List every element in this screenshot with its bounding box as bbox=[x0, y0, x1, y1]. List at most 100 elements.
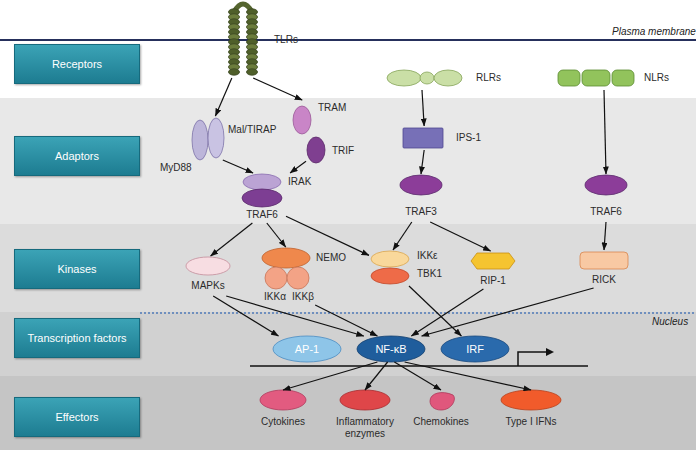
adaptor: IPS-1 bbox=[402, 126, 484, 150]
promoter-arrowhead bbox=[546, 348, 554, 356]
signal-arrow bbox=[253, 78, 302, 100]
band-title: Receptors bbox=[15, 45, 139, 83]
effector: Inflammatory enzymes bbox=[330, 390, 400, 444]
signal-arrow bbox=[315, 305, 377, 336]
band-title: Transcription factors bbox=[15, 319, 139, 357]
signal-arrow bbox=[604, 222, 606, 250]
band-title: Adaptors bbox=[15, 137, 139, 175]
node-label: RLRs bbox=[476, 72, 501, 84]
kinase-complex: IKKεTBK1 bbox=[369, 250, 449, 286]
shape-part bbox=[307, 137, 325, 163]
receptor-band bbox=[0, 0, 696, 98]
shape-part bbox=[371, 251, 409, 267]
node-label: TRAM bbox=[318, 102, 346, 114]
shape-part bbox=[229, 69, 240, 75]
shape-part bbox=[430, 393, 454, 410]
effector: Cytokines bbox=[255, 390, 311, 432]
node-label: TLRs bbox=[274, 34, 298, 46]
effector: Chemokines bbox=[412, 390, 470, 432]
shape-part bbox=[208, 118, 224, 158]
shape-part bbox=[242, 189, 282, 207]
node-label: TRIF bbox=[332, 145, 354, 157]
shape-part bbox=[585, 175, 627, 195]
transcription-factor: NF-κB bbox=[357, 336, 425, 362]
promoter-arrow bbox=[518, 352, 546, 366]
shape-part bbox=[243, 174, 281, 190]
shape-part bbox=[192, 120, 208, 160]
shape-part bbox=[612, 70, 634, 86]
node-label: Mal/TIRAP bbox=[228, 124, 276, 136]
shape-part bbox=[371, 268, 409, 284]
adaptor: TRAM bbox=[292, 100, 352, 136]
band-title: Effectors bbox=[15, 398, 139, 436]
dna-strand bbox=[250, 365, 588, 367]
receptor: NLRs bbox=[556, 66, 676, 90]
shape-part bbox=[580, 252, 628, 269]
signal-arrow bbox=[430, 222, 490, 251]
signal-arrow bbox=[211, 223, 253, 256]
shape-part bbox=[558, 70, 580, 86]
adaptor: IRAK bbox=[242, 173, 316, 191]
signal-arrow bbox=[267, 223, 286, 247]
compartment-label: Nucleus bbox=[652, 316, 688, 328]
membrane-label: Plasma membrane bbox=[612, 26, 696, 38]
node-label: TRAF6 bbox=[583, 206, 629, 218]
nucleus-boundary bbox=[140, 312, 696, 314]
transcription-band bbox=[0, 312, 696, 376]
shape-part bbox=[273, 336, 341, 362]
node-label: NLRs bbox=[644, 72, 669, 84]
node-label: MyD88 bbox=[160, 162, 192, 174]
node-label: NF-κB bbox=[357, 336, 425, 362]
shape-part bbox=[403, 128, 443, 148]
signal-arrow bbox=[421, 150, 424, 174]
node-label: NEMO bbox=[316, 252, 346, 264]
effector: Type I IFNs bbox=[496, 390, 566, 432]
adaptor: TRAF6 bbox=[583, 174, 629, 222]
signal-arrow bbox=[286, 216, 369, 255]
signal-arrow bbox=[409, 286, 461, 336]
node-label: IKKε bbox=[417, 250, 438, 262]
signal-arrow bbox=[365, 362, 388, 390]
shape-part bbox=[340, 390, 390, 410]
shape-part bbox=[501, 390, 561, 410]
shape-part bbox=[260, 390, 306, 410]
signal-arrow bbox=[422, 288, 594, 336]
node-label: Chemokines bbox=[412, 416, 470, 428]
shape-part bbox=[400, 175, 442, 195]
transcription-factor: IRF bbox=[441, 336, 509, 362]
band-title: Kinases bbox=[15, 250, 139, 288]
plasma-membrane-line bbox=[0, 39, 696, 41]
signal-arrow bbox=[604, 90, 606, 174]
node-label: IRAK bbox=[288, 176, 311, 188]
shape-part bbox=[357, 336, 425, 362]
shape-part bbox=[262, 248, 310, 268]
signal-arrow bbox=[290, 161, 306, 173]
signal-arrow bbox=[226, 296, 364, 336]
band-label: Adaptors bbox=[14, 136, 140, 176]
effector-band bbox=[0, 376, 696, 450]
node-label: Type I IFNs bbox=[496, 416, 566, 428]
signal-arrow bbox=[283, 362, 377, 390]
signal-arrow bbox=[213, 296, 278, 336]
signal-arrow bbox=[394, 362, 441, 390]
node-label: Cytokines bbox=[255, 416, 311, 428]
signal-arrow bbox=[411, 289, 483, 336]
shape-part bbox=[434, 70, 462, 86]
kinase: MAPKs bbox=[182, 256, 234, 296]
receptor: TLRs bbox=[222, 0, 304, 78]
shape-part bbox=[387, 70, 421, 86]
node-outline bbox=[208, 116, 282, 160]
shape-part bbox=[293, 106, 311, 134]
node-label: IKKα bbox=[260, 291, 290, 303]
node-label: AP-1 bbox=[273, 336, 341, 362]
node-label: RIP-1 bbox=[469, 275, 517, 287]
node-label: TRAF3 bbox=[398, 206, 444, 218]
signal-arrow bbox=[223, 160, 253, 173]
signal-arrow bbox=[405, 362, 531, 390]
adaptor: Mal/TIRAP bbox=[208, 116, 282, 160]
shape-part bbox=[471, 253, 515, 269]
shape-part bbox=[247, 69, 258, 75]
node-label: RICK bbox=[578, 274, 630, 286]
